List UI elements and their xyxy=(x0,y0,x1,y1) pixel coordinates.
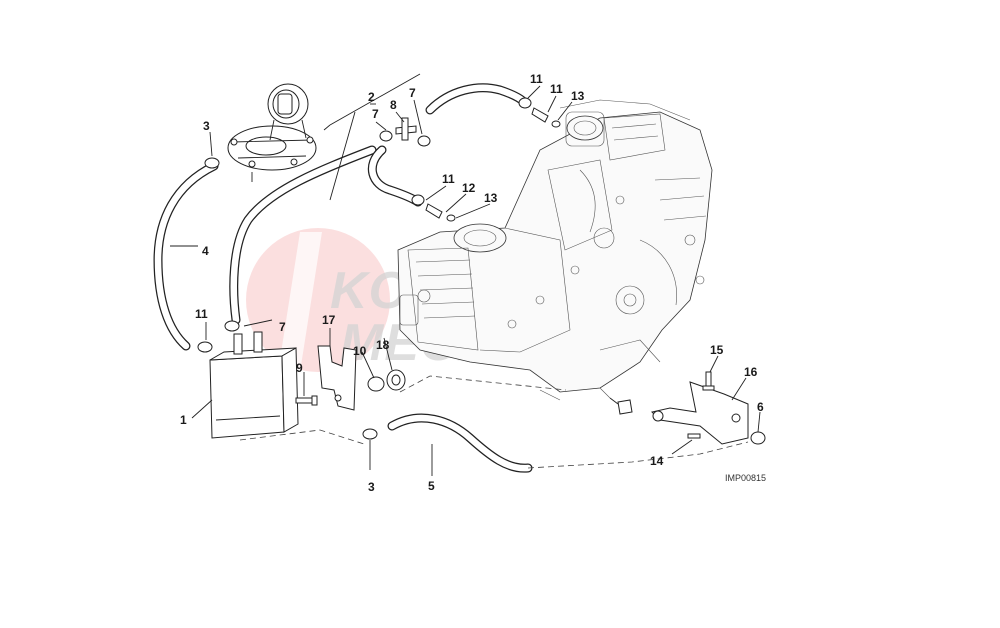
callout-3-top: 3 xyxy=(203,119,210,133)
engine-fitting xyxy=(609,397,633,415)
callout-2: 2 xyxy=(368,90,375,104)
spacer-10 xyxy=(367,376,385,392)
callout-4: 4 xyxy=(202,244,209,258)
fuel-filler-cap xyxy=(227,83,317,182)
callout-7-mid: 7 xyxy=(372,107,379,121)
callout-8: 8 xyxy=(390,98,397,112)
callout-5: 5 xyxy=(428,479,435,493)
screw-14 xyxy=(687,433,701,439)
canister xyxy=(209,331,299,439)
callout-3-bottom: 3 xyxy=(368,480,375,494)
watermark-slash xyxy=(278,232,322,372)
callout-11-middle: 11 xyxy=(442,172,455,186)
callout-9: 9 xyxy=(296,361,303,375)
callout-12: 12 xyxy=(462,181,476,195)
clamps xyxy=(197,97,561,440)
bracket-17 xyxy=(317,345,357,411)
callout-7-left: 7 xyxy=(279,320,286,334)
callout-14: 14 xyxy=(650,454,664,468)
grommet-18 xyxy=(386,369,406,391)
callout-18: 18 xyxy=(376,338,390,352)
watermark-circle xyxy=(246,228,390,372)
callout-11-left: 11 xyxy=(195,307,208,321)
callout-11-upper-right: 11 xyxy=(550,82,563,96)
image-reference-code: IMP00815 xyxy=(725,473,766,483)
hose-to-canister xyxy=(229,145,377,325)
callout-13-middle: 13 xyxy=(484,191,498,205)
screw-15 xyxy=(702,371,715,391)
hose-4 xyxy=(153,161,219,351)
screw-9 xyxy=(295,395,318,406)
callout-11-upper-left: 11 xyxy=(530,72,543,86)
engine-assembly xyxy=(397,99,713,401)
hose-5 xyxy=(387,413,533,473)
callout-1: 1 xyxy=(180,413,187,427)
callout-10: 10 xyxy=(353,344,367,358)
callout-6: 6 xyxy=(757,400,764,414)
nut-6 xyxy=(750,431,766,445)
callout-13-upper: 13 xyxy=(571,89,585,103)
callout-7-right: 7 xyxy=(409,86,416,100)
callout-16: 16 xyxy=(744,365,758,379)
bracket-16 xyxy=(651,381,749,445)
hose-upper xyxy=(425,83,529,115)
hose-middle xyxy=(367,145,423,207)
callout-labels: 1 2 3 3 4 5 6 7 7 7 8 9 10 11 11 11 11 1… xyxy=(180,72,764,494)
leader-lines xyxy=(170,73,761,476)
callout-15: 15 xyxy=(710,343,724,357)
callout-17: 17 xyxy=(322,313,336,327)
